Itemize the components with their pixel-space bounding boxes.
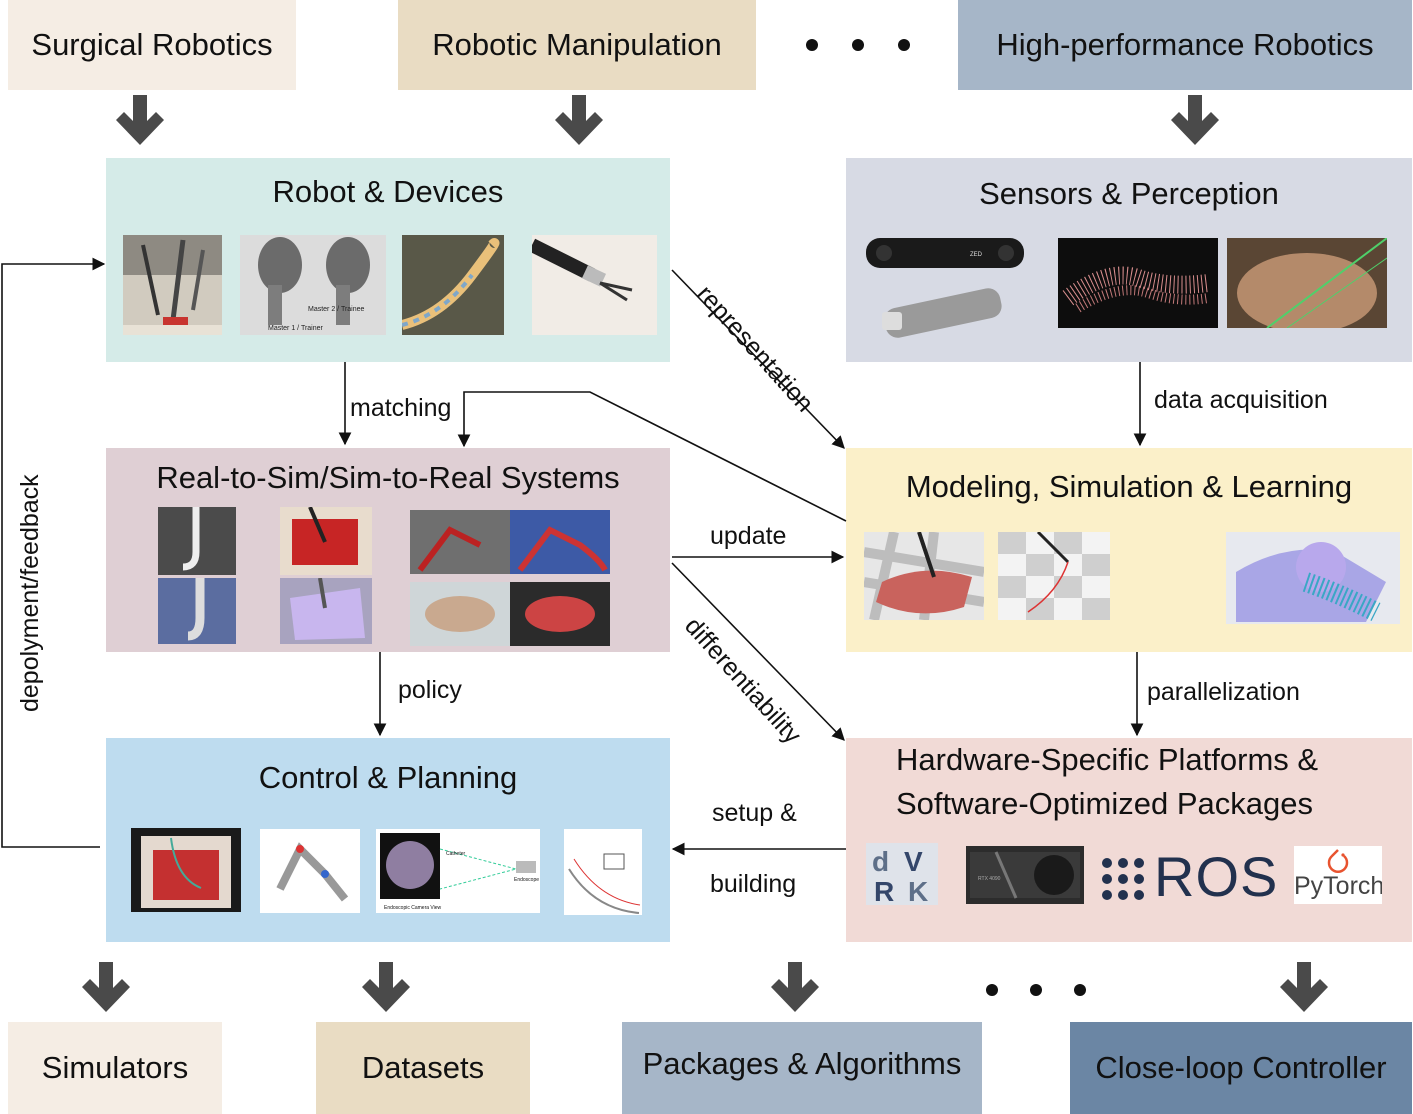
dvrk-logo: d V R K [866, 843, 938, 905]
down-arrow-icon [82, 962, 130, 1012]
point-cloud-image [1058, 238, 1218, 328]
robot-hand-real-sim-image [410, 582, 610, 646]
pytorch-logo: PyTorch [1294, 846, 1382, 904]
robot-devices-title: Robot & Devices [272, 174, 504, 209]
down-arrow-icon [771, 962, 819, 1012]
real-catheter-image [158, 507, 236, 575]
control-task-image [131, 828, 241, 912]
edge-label-data-acquisition: data acquisition [1154, 386, 1328, 414]
endoscope-text: Endoscope [514, 877, 539, 883]
tag-simulators: Simulators [8, 1022, 222, 1114]
gpu-text: RTX 4090 [978, 876, 1001, 882]
master1-text: Master 1 / Trainer [268, 325, 324, 332]
ellipsis-bottom [986, 984, 1086, 996]
ellipsis-top [806, 39, 910, 51]
down-arrow-icon [1171, 95, 1219, 145]
hardware-title-line2: Software-Optimized Packages [896, 786, 1313, 821]
edge-label-setup: setup & [712, 799, 797, 827]
particle-sim-image [1226, 532, 1400, 624]
camera-view-text: Endoscopic Camera View [384, 905, 442, 911]
edge-label-feedback: depolyment/feedback [16, 474, 44, 712]
modeling-box: Modeling, Simulation & Learning [846, 448, 1412, 652]
edge-label-policy: policy [398, 676, 462, 704]
modeling-title: Modeling, Simulation & Learning [905, 469, 1353, 504]
gpu-image: RTX 4090 [966, 846, 1084, 904]
tag-surgical-robotics: Surgical Robotics [8, 0, 296, 90]
pytorch-flame-icon [1327, 849, 1349, 873]
ros-dots-icon [1102, 858, 1144, 900]
down-arrow-icon [116, 95, 164, 145]
sensors-perception-box: Sensors & Perception ZED [846, 158, 1412, 362]
hardware-box: Hardware-Specific Platforms & Software-O… [846, 738, 1412, 942]
tag-robotic-manipulation: Robotic Manipulation [398, 0, 756, 90]
robot-devices-box: Robot & Devices Master 2 / Trainee Maste… [106, 158, 670, 362]
surgical-robot-image [123, 235, 222, 335]
master2-text: Master 2 / Trainee [308, 306, 365, 313]
dvrk-letter-k: K [908, 876, 928, 905]
control-planning-box: Control & Planning Catheter Endoscope En… [106, 738, 670, 942]
edge-label-building: building [710, 870, 797, 898]
kinematic-diagram-image [260, 829, 360, 913]
tag-high-performance-robotics: High-performance Robotics [958, 0, 1412, 90]
tissue-tracking-image [1227, 238, 1387, 328]
tissue-sim-image [864, 532, 984, 620]
catheter-text: Catheter [446, 851, 466, 857]
down-arrow-icon [1280, 962, 1328, 1012]
dvrk-letter-r: R [874, 876, 894, 905]
depth-sensor-image [878, 278, 1008, 338]
surgical-instrument-image [532, 235, 657, 335]
tag-close-loop-controller: Close-loop Controller [1070, 1022, 1412, 1114]
trajectory-plot-image [564, 829, 642, 915]
dvrk-letter-d: d [872, 846, 889, 877]
robot-arm-real-sim-image [410, 510, 610, 574]
master-consoles-image: Master 2 / Trainee Master 1 / Trainer [240, 235, 386, 335]
stereo-camera-image: ZED [866, 236, 1024, 270]
down-arrow-icon [555, 95, 603, 145]
ros-logo: ROS [1154, 845, 1279, 908]
pytorch-text: PyTorch [1294, 872, 1382, 900]
edge-label-matching: matching [350, 394, 452, 422]
camera-brand-text: ZED [970, 252, 983, 258]
edge-label-update: update [710, 522, 787, 550]
real-tissue-task-image [280, 507, 372, 575]
suture-sim-image [998, 532, 1110, 620]
tag-packages-algorithms: Packages & Algorithms [622, 1022, 982, 1114]
tag-datasets: Datasets [316, 1022, 530, 1114]
sim-catheter-image [158, 578, 236, 644]
hardware-title-line1: Hardware-Specific Platforms & [896, 742, 1319, 777]
control-planning-title: Control & Planning [258, 760, 518, 795]
sensors-perception-title: Sensors & Perception [979, 176, 1279, 211]
continuum-robot-image [402, 235, 504, 335]
dvrk-letter-v: V [904, 846, 923, 877]
real2sim-title: Real-to-Sim/Sim-to-Real Systems [156, 460, 620, 495]
sim-tissue-task-image [280, 578, 372, 644]
point-cloud-plot [1058, 238, 1218, 328]
endoscope-view-image: Catheter Endoscope Endoscopic Camera Vie… [376, 829, 540, 913]
down-arrow-icon [362, 962, 410, 1012]
real2sim-box: Real-to-Sim/Sim-to-Real Systems [106, 448, 670, 652]
edge-label-parallelization: parallelization [1147, 678, 1300, 706]
